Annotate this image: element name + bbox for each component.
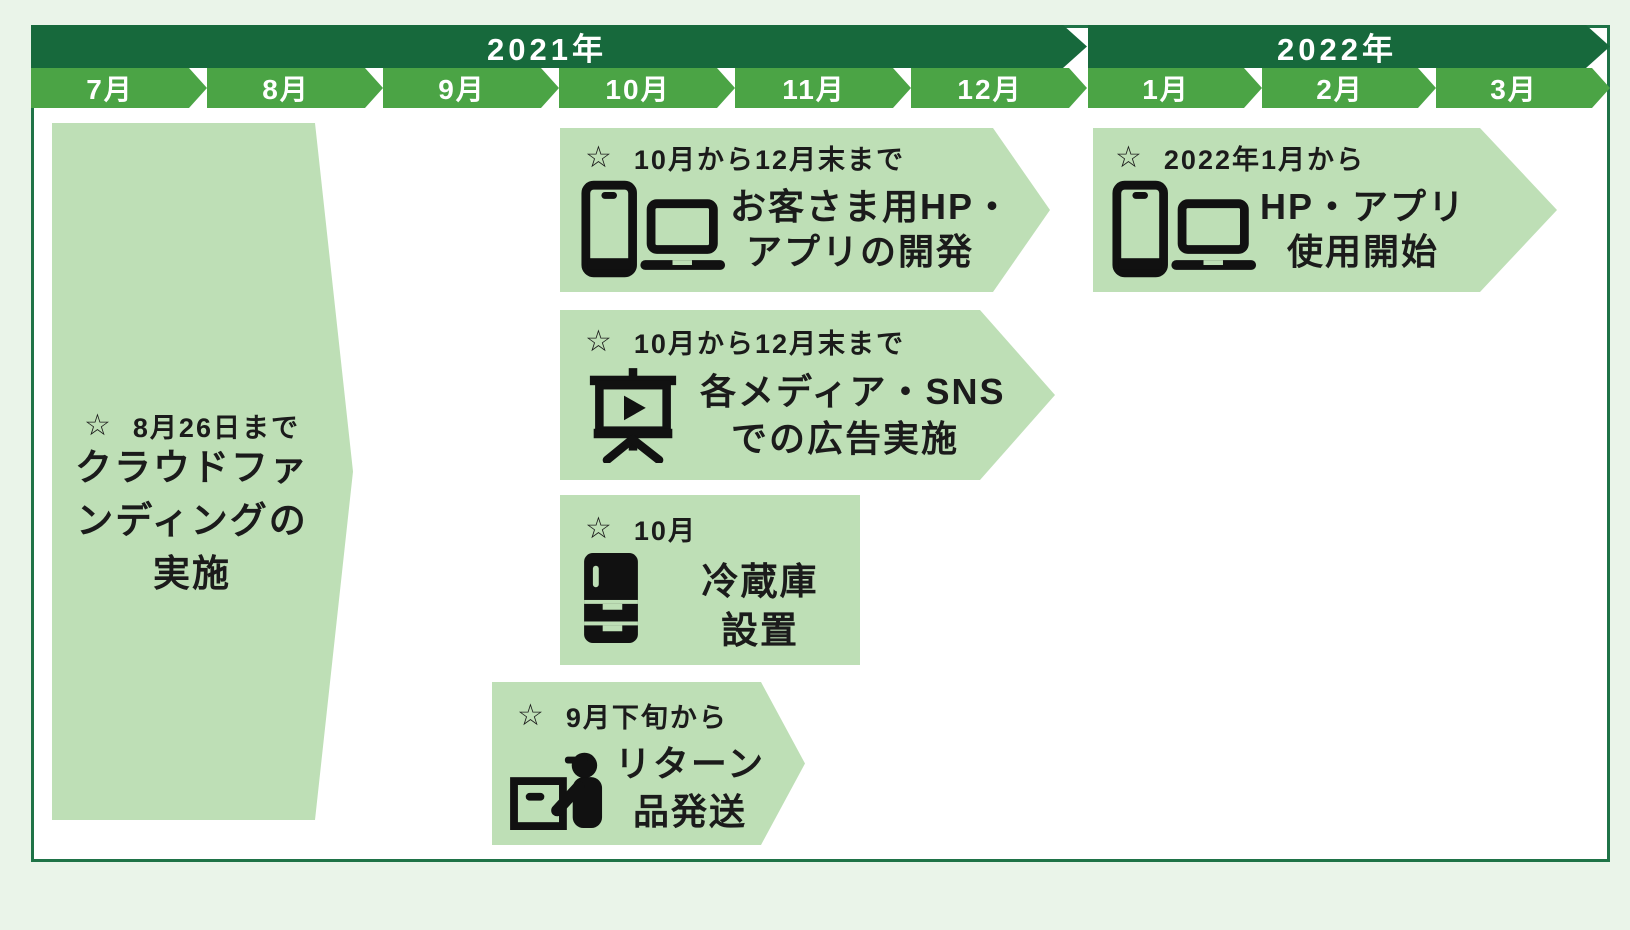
- title-line: アプリの開発: [745, 231, 974, 272]
- task-hp-app-development: ☆ 10月から12月末まで お客さま用HP・ アプリの開発: [560, 128, 1050, 292]
- title-line: 設置: [721, 610, 799, 651]
- delivery-person-icon: [508, 740, 611, 835]
- period-text: 10月から12月末まで: [633, 145, 905, 175]
- task-period: ☆ 10月から12月末まで: [585, 138, 905, 177]
- task-title: お客さま用HP・ アプリの開発: [730, 184, 990, 274]
- year-segment-2022: 2022年: [1088, 25, 1610, 68]
- month-segment-jul: 7月: [31, 68, 207, 108]
- star-icon: ☆: [84, 409, 113, 442]
- title-line: ンディングの: [76, 500, 308, 541]
- month-segment-sep: 9月: [383, 68, 559, 108]
- month-label: 11月: [782, 74, 846, 105]
- month-label: 2月: [1316, 74, 1364, 105]
- period-text: 10月: [633, 516, 697, 546]
- period-text: 2022年1月から: [1163, 145, 1365, 175]
- task-period: ☆ 10月から12月末まで: [585, 322, 905, 361]
- title-line: 品発送: [632, 791, 747, 832]
- smartphone-laptop-icon: [1111, 180, 1259, 283]
- task-hp-app-launch: ☆ 2022年1月から HP・アプリ 使用開始: [1093, 128, 1557, 292]
- presentation-video-icon: [588, 368, 678, 468]
- task-period: ☆ 8月26日まで: [84, 406, 300, 445]
- task-title: HP・アプリ 使用開始: [1243, 184, 1483, 274]
- title-line: での広告実施: [730, 418, 959, 459]
- task-crowdfunding: ☆ 8月26日まで クラウドファ ンディングの 実施: [52, 123, 353, 820]
- month-segment-feb: 2月: [1262, 68, 1436, 108]
- task-period: ☆ 9月下旬から: [517, 696, 728, 735]
- month-label: 10月: [605, 74, 671, 105]
- title-line: 使用開始: [1286, 231, 1439, 272]
- task-return-goods-shipping: ☆ 9月下旬から リターン 品発送: [492, 682, 805, 845]
- month-segment-dec: 12月: [911, 68, 1087, 108]
- year-label: 2022年: [1277, 32, 1397, 67]
- star-icon: ☆: [1115, 141, 1144, 174]
- month-label: 3月: [1490, 74, 1538, 105]
- month-label: 8月: [262, 74, 310, 105]
- title-line: お客さま用HP・: [730, 186, 1013, 227]
- title-line: リターン: [614, 743, 766, 784]
- refrigerator-icon: [584, 553, 638, 648]
- month-segment-jan: 1月: [1088, 68, 1262, 108]
- task-title: 各メディア・SNS での広告実施: [700, 368, 990, 462]
- month-segment-aug: 8月: [207, 68, 383, 108]
- month-label: 9月: [438, 74, 486, 105]
- task-refrigerator-install: ☆ 10月 冷蔵庫 設置: [560, 495, 860, 665]
- title-line: 冷蔵庫: [701, 561, 819, 602]
- task-period: ☆ 10月: [585, 509, 697, 548]
- star-icon: ☆: [585, 512, 614, 545]
- month-label: 1月: [1142, 74, 1190, 105]
- title-line: HP・アプリ: [1259, 186, 1466, 227]
- month-label: 7月: [86, 74, 134, 105]
- year-segment-2021: 2021年: [31, 25, 1087, 68]
- month-segment-mar: 3月: [1436, 68, 1610, 108]
- year-label: 2021年: [487, 32, 607, 67]
- month-label: 12月: [957, 74, 1023, 105]
- star-icon: ☆: [585, 325, 614, 358]
- star-icon: ☆: [585, 141, 614, 174]
- task-title: クラウドファ ンディングの 実施: [52, 441, 332, 600]
- task-media-sns-ads: ☆ 10月から12月末まで 各メディア・SNS での広告実施: [560, 310, 1055, 480]
- smartphone-laptop-icon: [580, 180, 728, 283]
- task-title: リターン 品発送: [610, 740, 770, 836]
- task-period: ☆ 2022年1月から: [1115, 138, 1365, 177]
- period-text: 10月から12月末まで: [633, 329, 905, 359]
- month-segment-nov: 11月: [735, 68, 911, 108]
- period-text: 9月下旬から: [565, 703, 728, 733]
- month-segment-oct: 10月: [559, 68, 735, 108]
- star-icon: ☆: [517, 699, 546, 732]
- title-line: クラウドファ: [75, 447, 309, 488]
- task-title: 冷蔵庫 設置: [665, 557, 855, 655]
- title-line: 各メディア・SNS: [700, 371, 1006, 412]
- title-line: 実施: [153, 553, 231, 594]
- period-text: 8月26日まで: [132, 413, 300, 443]
